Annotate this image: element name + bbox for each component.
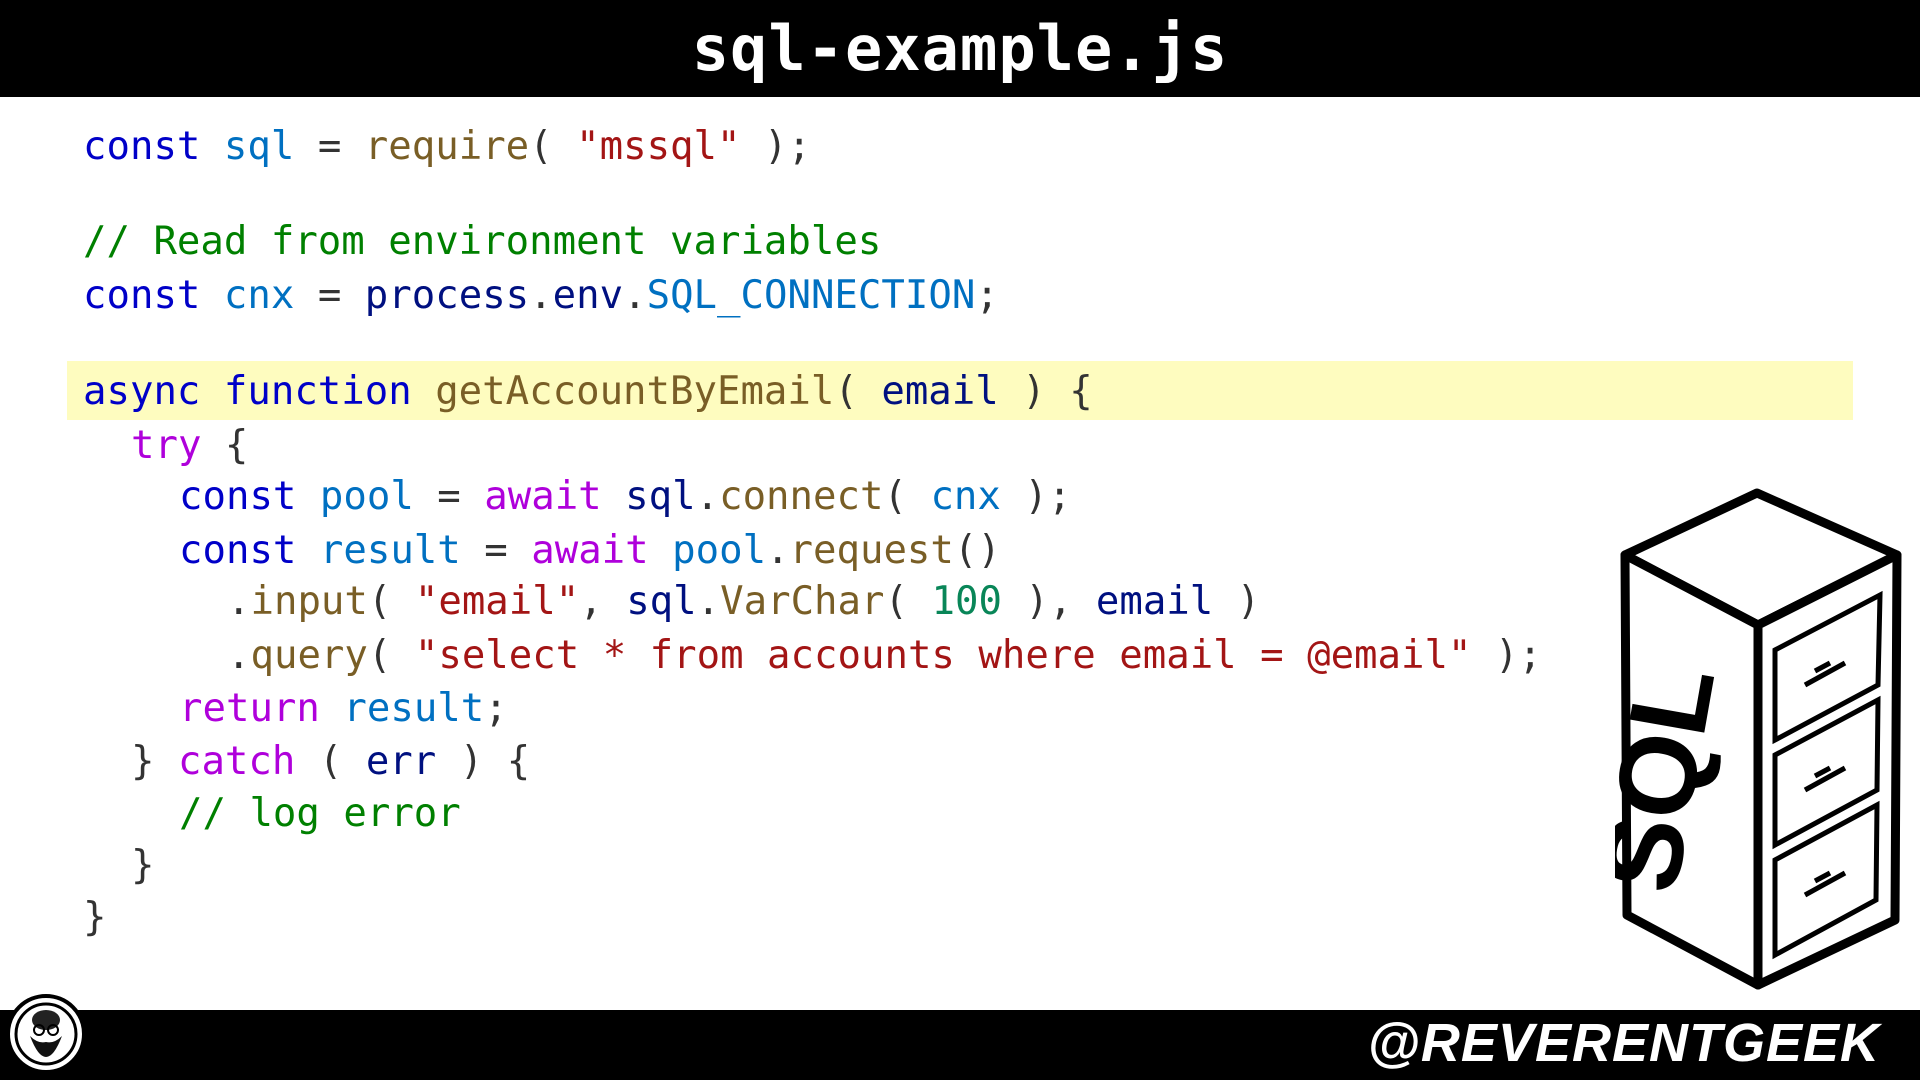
- code-line: try {: [131, 420, 248, 472]
- code-token: .: [227, 633, 251, 678]
- code-token: (: [834, 369, 882, 414]
- code-token: email: [1095, 579, 1214, 624]
- code-line: const result = await pool.request(): [179, 525, 1001, 577]
- code-token: query: [250, 633, 368, 678]
- code-token: result: [319, 528, 461, 573]
- code-token: 100: [931, 579, 1002, 624]
- code-token: SQL_CONNECTION: [646, 273, 976, 318]
- code-token: await: [531, 528, 673, 573]
- code-token: =: [294, 273, 365, 318]
- author-handle: @REVERENTGEEK: [1367, 1013, 1880, 1073]
- code-token: }: [131, 843, 155, 888]
- code-token: sql: [626, 579, 697, 624]
- code-token: (: [883, 474, 931, 519]
- code-token: getAccountByEmail: [435, 369, 835, 414]
- code-token: =: [294, 124, 365, 169]
- code-token: "mssql": [576, 124, 741, 169]
- code-line: }: [83, 892, 106, 944]
- code-token: cnx: [930, 474, 1001, 519]
- code-token: ,: [579, 579, 627, 624]
- code-token: result: [343, 686, 485, 731]
- title-bar: sql-example.js: [0, 0, 1920, 97]
- code-line: // Read from environment variables: [83, 216, 881, 268]
- code-token: (: [367, 579, 415, 624]
- code-token: (): [953, 528, 1001, 573]
- code-token: "email": [414, 579, 580, 624]
- code-token: connect: [719, 474, 884, 519]
- code-token: input: [250, 579, 368, 624]
- code-token: (: [529, 124, 577, 169]
- author-avatar: [6, 994, 86, 1074]
- code-line: // log error: [179, 788, 461, 840]
- code-token: async function: [83, 369, 436, 414]
- code-token: pool: [672, 528, 767, 573]
- code-token: await: [484, 474, 626, 519]
- code-token: );: [740, 124, 811, 169]
- code-token: request: [789, 528, 954, 573]
- code-token: (: [367, 633, 415, 678]
- code-line: const sql = require( "mssql" );: [83, 121, 811, 173]
- code-token: .: [696, 579, 721, 624]
- code-token: ) {: [998, 369, 1093, 414]
- code-token: "select * from accounts where email = @e…: [414, 633, 1472, 678]
- code-token: cnx: [223, 273, 295, 318]
- code-token: =: [460, 528, 532, 573]
- code-token: env: [552, 273, 624, 318]
- code-token: email: [881, 369, 999, 414]
- code-line: async function getAccountByEmail( email …: [83, 366, 1093, 418]
- code-token: return: [179, 686, 344, 731]
- code-token: .: [695, 474, 720, 519]
- code-token: const: [83, 124, 224, 169]
- code-token: =: [413, 474, 485, 519]
- code-token: try: [131, 423, 202, 468]
- code-token: .: [529, 273, 553, 318]
- code-token: catch: [177, 739, 296, 784]
- code-token: ;: [975, 273, 999, 318]
- code-token: {: [201, 423, 249, 468]
- code-line: const cnx = process.env.SQL_CONNECTION;: [83, 270, 999, 322]
- code-token: (: [295, 739, 366, 784]
- bearded-man-icon: [14, 1002, 78, 1066]
- code-line: const pool = await sql.connect( cnx );: [179, 471, 1071, 523]
- code-token: .: [623, 273, 647, 318]
- code-token: .: [227, 579, 251, 624]
- code-token: ): [1213, 579, 1261, 624]
- highlighted-line: [67, 361, 1853, 420]
- code-token: }: [83, 895, 107, 940]
- code-token: sql: [223, 124, 295, 169]
- code-token: pool: [319, 474, 414, 519]
- code-token: );: [1471, 633, 1542, 678]
- file-title: sql-example.js: [691, 12, 1229, 85]
- code-token: (: [884, 579, 932, 624]
- code-token: const: [179, 528, 320, 573]
- code-token: ) {: [436, 739, 531, 784]
- code-token: ),: [1001, 579, 1096, 624]
- code-token: const: [179, 474, 320, 519]
- code-line: }: [131, 840, 154, 892]
- sql-file-cabinet-illustration: SQL: [1615, 488, 1902, 990]
- code-token: const: [83, 273, 224, 318]
- footer-bar: [0, 1010, 1920, 1080]
- code-token: VarChar: [720, 579, 885, 624]
- code-token: );: [1000, 474, 1072, 519]
- code-token: }: [131, 739, 178, 784]
- code-token: ;: [484, 686, 508, 731]
- code-token: // log error: [179, 791, 461, 836]
- code-token: err: [365, 739, 437, 784]
- code-token: sql: [625, 474, 696, 519]
- code-line: return result;: [179, 683, 508, 735]
- code-line: .input( "email", sql.VarChar( 100 ), ema…: [227, 576, 1260, 628]
- code-token: require: [364, 124, 530, 169]
- code-token: // Read from environment variables: [83, 219, 882, 264]
- code-token: .: [766, 528, 790, 573]
- code-token: process: [364, 273, 530, 318]
- code-line: } catch ( err ) {: [131, 736, 530, 788]
- code-line: .query( "select * from accounts where em…: [227, 630, 1542, 682]
